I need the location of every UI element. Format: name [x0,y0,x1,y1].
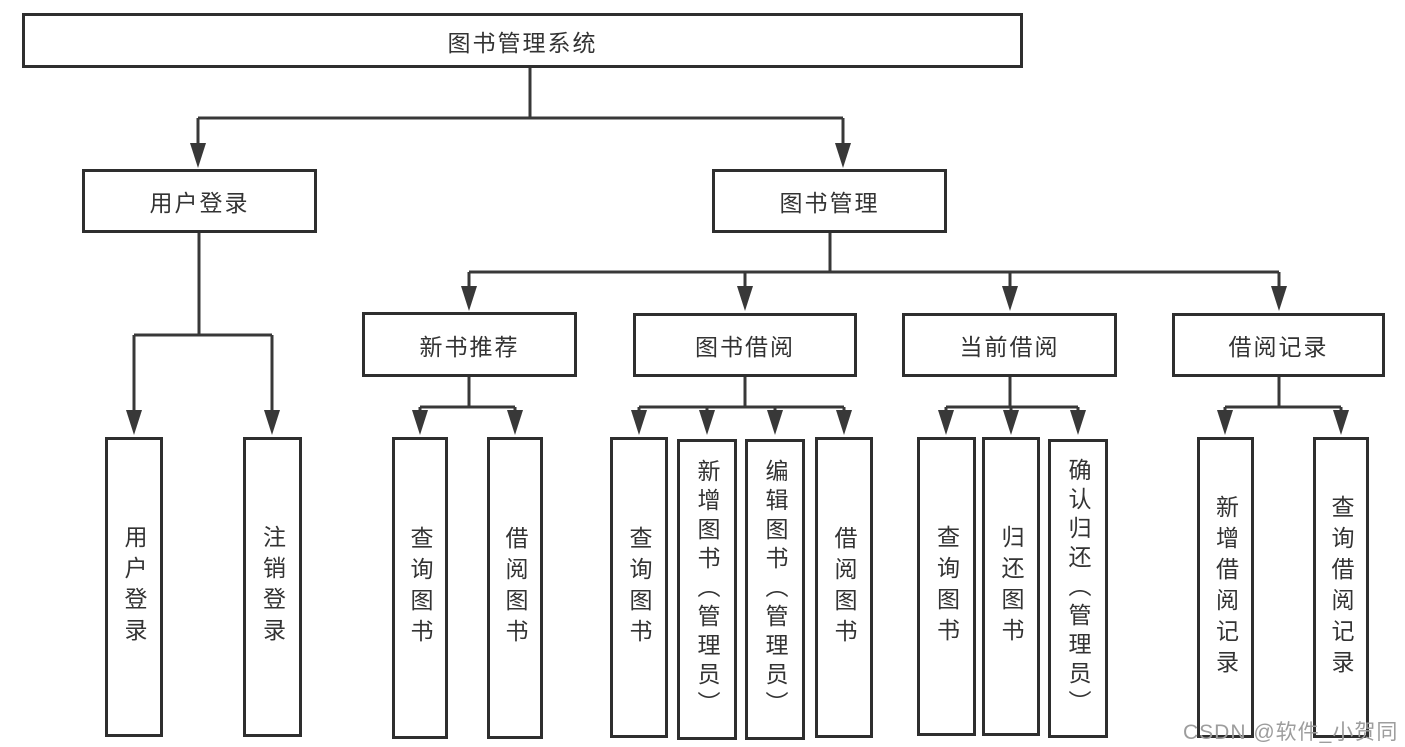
leaf-records-add-borrow-record: 新增借阅记录 [1197,437,1254,738]
node-book-borrowing: 图书借阅 [633,313,857,377]
leaf-current-query-books: 查询图书 [917,437,976,736]
leaf-borrowing-add-books-admin: 新增图书（管理员） [677,439,737,740]
node-book-management: 图书管理 [712,169,947,233]
arrowheads [126,143,1349,435]
leaf-borrowing-query-books: 查询图书 [610,437,668,738]
leaf-user-login: 用户登录 [105,437,163,737]
node-library-management-system: 图书管理系统 [22,13,1023,68]
leaf-logout-login: 注销登录 [243,437,302,737]
node-current-borrowing: 当前借阅 [902,313,1117,377]
leaf-newbook-query-books: 查询图书 [392,437,448,739]
leaf-borrowing-edit-books-admin: 编辑图书（管理员） [745,439,805,740]
node-user-login: 用户登录 [82,169,317,233]
connector-paths [132,68,1343,412]
node-borrowing-records: 借阅记录 [1172,313,1385,377]
leaf-newbook-borrow-books: 借阅图书 [487,437,543,739]
csdn-watermark: CSDN @软件_小贺同学 [1183,721,1399,744]
leaf-current-return-books: 归还图书 [982,437,1040,736]
leaf-records-query-borrow-record: 查询借阅记录 [1313,437,1369,738]
node-new-book-recommendation: 新书推荐 [362,312,577,377]
leaf-current-confirm-return-admin: 确认归还（管理员） [1048,439,1108,738]
leaf-borrowing-borrow-books: 借阅图书 [815,437,873,738]
